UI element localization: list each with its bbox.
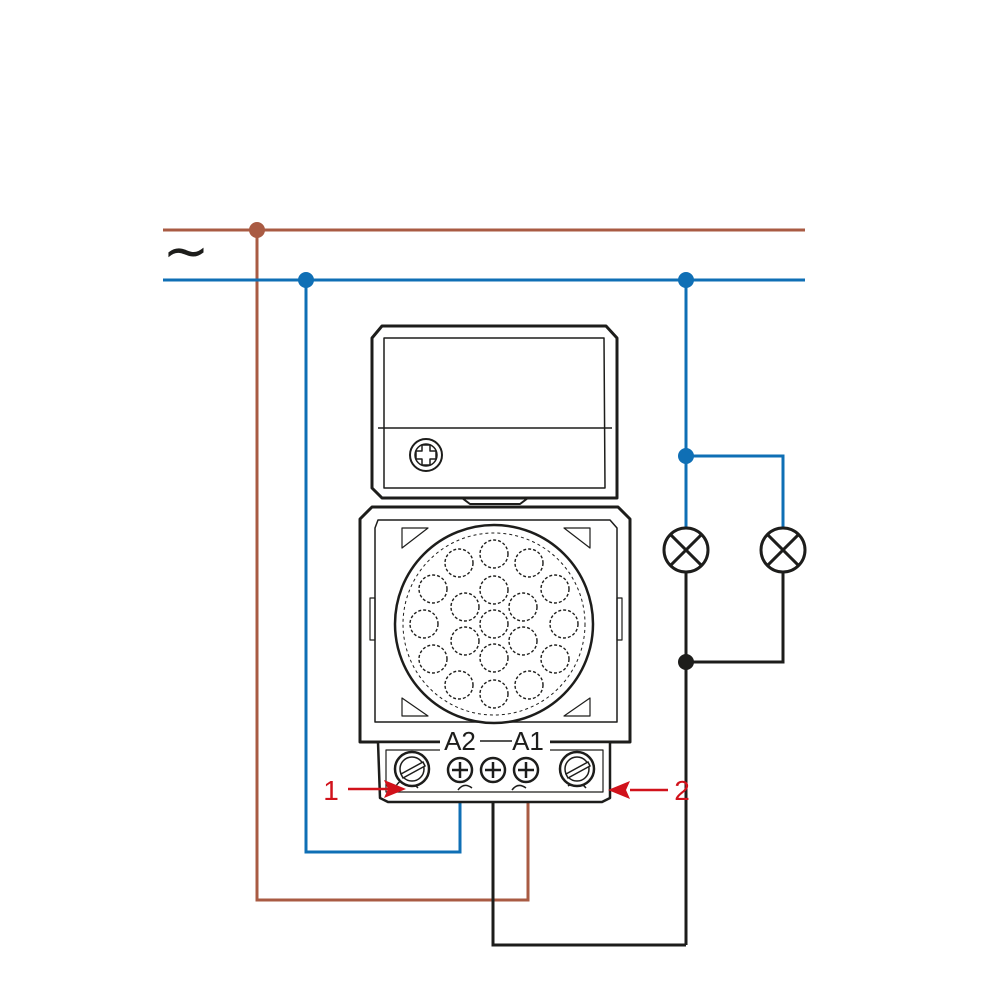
screw-head-icon — [446, 756, 474, 784]
switched-wire-to-output — [491, 770, 686, 947]
switched-junction-dot — [678, 654, 694, 670]
neutral-junction-dot-left — [298, 272, 314, 288]
screw-head-icon — [479, 756, 507, 784]
lamp-cross-circle-icon — [759, 526, 807, 574]
phase-junction-dot — [249, 222, 265, 238]
neutral-wire-to-a2 — [304, 280, 462, 854]
terminal-label-a2: A2 — [444, 726, 476, 756]
switched-wire-lamp-2 — [686, 572, 785, 664]
phase-wire-to-a1 — [255, 230, 530, 902]
callout-label-right: 2 — [674, 775, 690, 806]
adjust-dial-icon — [393, 750, 431, 788]
screw-head-icon — [409, 438, 443, 472]
neutral-junction-dot-lamps — [678, 448, 694, 464]
switched-wire — [491, 572, 785, 947]
neutral-wire — [163, 278, 805, 854]
terminal-label-a1: A1 — [512, 726, 544, 756]
ac-supply-symbol: ∼ — [163, 219, 210, 282]
lamp-cross-circle-icon — [662, 526, 710, 574]
phase-wire — [163, 228, 805, 902]
callout-label-left: 1 — [323, 775, 339, 806]
neutral-wire-to-lamp-2 — [686, 454, 785, 530]
callout-arrow-left — [348, 780, 406, 798]
pir-fresnel-lens-icon — [393, 523, 595, 725]
neutral-junction-dot-right — [678, 272, 694, 288]
callout-arrow-right — [608, 781, 668, 799]
screw-head-icon — [512, 756, 540, 784]
adjust-dial-icon — [558, 750, 596, 788]
sensor-neck — [461, 497, 529, 505]
sensor-mounting-block — [370, 324, 619, 500]
terminal-label-strip — [440, 728, 550, 752]
